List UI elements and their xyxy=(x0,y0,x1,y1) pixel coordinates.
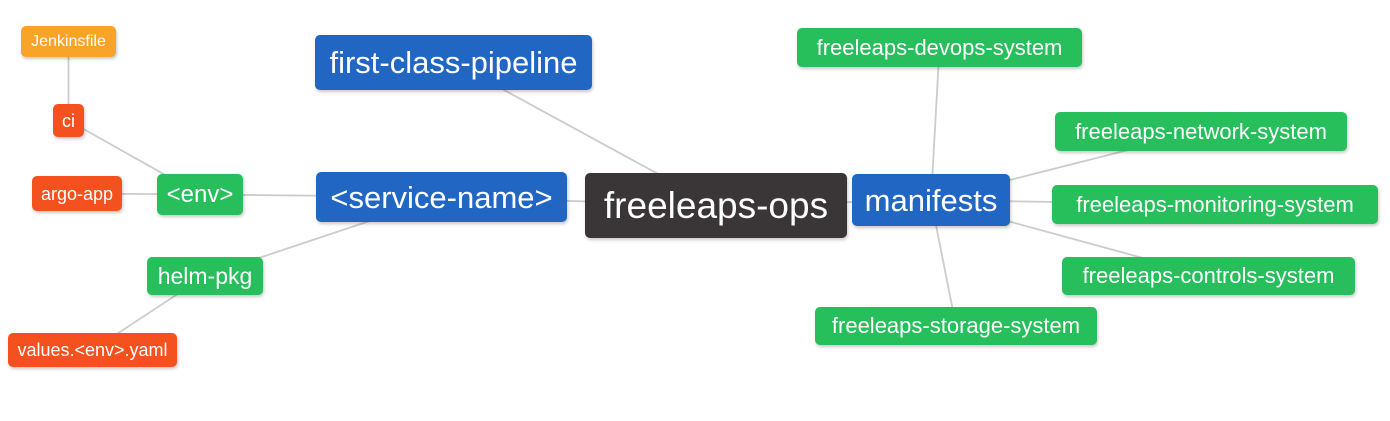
node-label: helm-pkg xyxy=(157,262,253,289)
node-label: Jenkinsfile xyxy=(31,32,106,50)
node-label: argo-app xyxy=(40,183,114,204)
node-freeleaps-devops-system[interactable]: freeleaps-devops-system xyxy=(797,28,1082,67)
node-label: freeleaps-controls-system xyxy=(1082,263,1335,288)
node-helm-pkg[interactable]: helm-pkg xyxy=(147,257,263,295)
node-label: freeleaps-network-system xyxy=(1075,118,1327,144)
node-env[interactable]: <env> xyxy=(157,174,243,215)
node-label: freeleaps-ops xyxy=(603,185,829,226)
node-label: first-class-pipeline xyxy=(329,45,578,80)
node-freeleaps-controls-system[interactable]: freeleaps-controls-system xyxy=(1062,257,1355,295)
node-freeleaps-monitoring-system[interactable]: freeleaps-monitoring-system xyxy=(1052,185,1378,224)
node-first-class-pipeline[interactable]: first-class-pipeline xyxy=(315,35,592,90)
node-label: freeleaps-devops-system xyxy=(816,34,1063,60)
node-label: values.<env>.yaml xyxy=(17,340,168,360)
node-freeleaps-ops[interactable]: freeleaps-ops xyxy=(585,173,847,238)
node-argo-app[interactable]: argo-app xyxy=(32,176,122,211)
node-jenkinsfile[interactable]: Jenkinsfile xyxy=(21,26,116,57)
node-freeleaps-storage-system[interactable]: freeleaps-storage-system xyxy=(815,307,1097,345)
node-label: freeleaps-monitoring-system xyxy=(1076,191,1354,217)
node-values-env-yaml[interactable]: values.<env>.yaml xyxy=(8,333,177,367)
node-freeleaps-network-system[interactable]: freeleaps-network-system xyxy=(1055,112,1347,151)
node-service-name[interactable]: <service-name> xyxy=(316,172,567,222)
node-label: <service-name> xyxy=(330,179,553,215)
node-manifests[interactable]: manifests xyxy=(852,174,1010,226)
node-label: manifests xyxy=(864,182,998,218)
node-label: ci xyxy=(62,110,75,131)
node-label: <env> xyxy=(166,180,234,208)
node-label: freeleaps-storage-system xyxy=(831,313,1081,338)
node-ci[interactable]: ci xyxy=(53,104,84,137)
